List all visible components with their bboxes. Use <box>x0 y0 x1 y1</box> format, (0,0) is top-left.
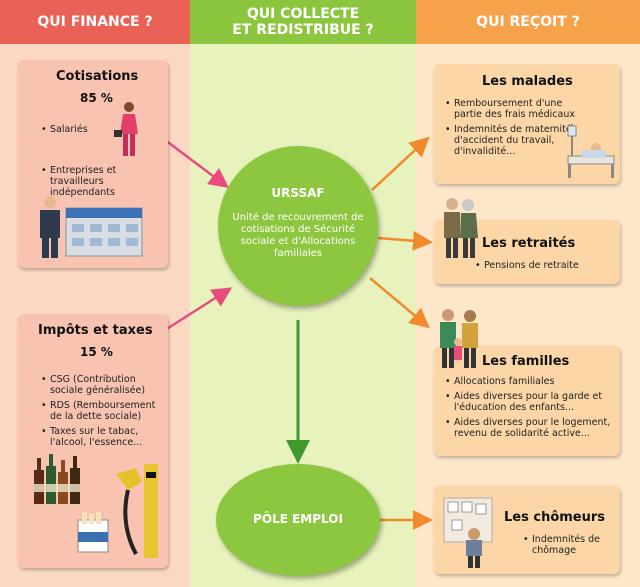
impots-item-csg: CSG (Contribution sociale généralisée) <box>41 374 166 396</box>
header-collect-line2: ET REDISTRIBUE ? <box>232 22 374 38</box>
header-receive-label: QUI REÇOIT ? <box>476 14 580 30</box>
malades-box: Les malades Remboursement d'une partie d… <box>434 64 620 184</box>
header-receive: QUI REÇOIT ? <box>416 0 640 44</box>
malades-item-indemnites: Indemnités de maternité, d'accident du t… <box>445 124 584 157</box>
header-collect-line1: QUI COLLECTE <box>246 6 360 22</box>
cotisations-item-entreprises: Entreprises et travailleurs indépendants <box>41 165 134 198</box>
retraites-list: Pensions de retraite <box>474 260 624 275</box>
familles-item-allocations: Allocations familiales <box>445 376 622 387</box>
arrow-impots-urssaf <box>164 287 233 332</box>
cigarette-pack-icon <box>77 512 109 553</box>
arrow-urssaf-malades <box>371 136 430 191</box>
header-finance-label: QUI FINANCE ? <box>37 14 153 30</box>
cotisations-list: Salariés Entreprises et travailleurs ind… <box>40 124 134 202</box>
impots-item-taxes: Taxes sur le tabac, l'alcool, l'essence.… <box>41 426 166 448</box>
impots-title: Impôts et taxes <box>38 323 153 338</box>
pole-emploi-title: PÔLE EMPLOI <box>253 512 343 526</box>
cotisations-percent: 85 % <box>80 91 113 105</box>
arrow-urssaf-retraites <box>377 230 433 251</box>
chomeurs-title: Les chômeurs <box>504 510 606 525</box>
impots-item-rds: RDS (Remboursement de la dette sociale) <box>41 400 166 422</box>
urssaf-description: Unité de recouvrement de cotisations de … <box>232 212 364 259</box>
familles-list: Allocations familiales Aides diverses po… <box>444 376 622 443</box>
job-board-icon <box>443 497 493 568</box>
arrow-cotisations-urssaf <box>164 139 229 188</box>
chomeurs-list: Indemnités de chômage <box>522 534 622 560</box>
retraites-item-pensions: Pensions de retraite <box>475 260 624 271</box>
malades-item-remboursement: Remboursement d'une partie des frais méd… <box>445 98 584 120</box>
familles-box: Les familles Allocations familiales Aide… <box>434 346 620 456</box>
cotisations-box: Cotisations 85 % Salariés Entreprises et… <box>18 60 168 268</box>
chomeurs-box: Les chômeurs Indemnités de chômage <box>434 486 620 574</box>
malades-title: Les malades <box>482 74 573 89</box>
malades-list: Remboursement d'une partie des frais méd… <box>444 98 584 161</box>
retired-couple-icon <box>444 198 478 258</box>
fuel-nozzle-icon <box>116 464 158 558</box>
impots-percent: 15 % <box>80 345 113 359</box>
familles-item-garde: Aides diverses pour la garde et l'éducat… <box>445 391 622 413</box>
cotisations-item-salaries: Salariés <box>41 124 134 135</box>
familles-title: Les familles <box>482 354 570 369</box>
bottles-icon <box>34 454 80 504</box>
salaried-woman-icon <box>114 102 138 156</box>
impots-box: Impôts et taxes 15 % CSG (Contribution s… <box>18 314 168 568</box>
cotisations-title: Cotisations <box>56 69 139 84</box>
urssaf-title: URSSAF <box>271 186 325 200</box>
urssaf-circle: URSSAF Unité de recouvrement de cotisati… <box>218 146 378 306</box>
pole-emploi-circle: PÔLE EMPLOI <box>216 464 380 576</box>
impots-list: CSG (Contribution sociale généralisée) R… <box>40 374 166 452</box>
family-icon <box>440 309 478 368</box>
familles-item-logement: Aides diverses pour le logement, revenu … <box>445 417 622 439</box>
header-collect: QUI COLLECTE ET REDISTRIBUE ? <box>190 0 416 44</box>
header-finance: QUI FINANCE ? <box>0 0 190 44</box>
arrow-urssaf-familles <box>369 277 430 329</box>
retraites-title: Les retraités <box>482 236 576 251</box>
chomeurs-item-indemnites: Indemnités de chômage <box>523 534 622 556</box>
business-building-icon <box>40 196 143 258</box>
hospital-bed-icon <box>567 124 615 178</box>
